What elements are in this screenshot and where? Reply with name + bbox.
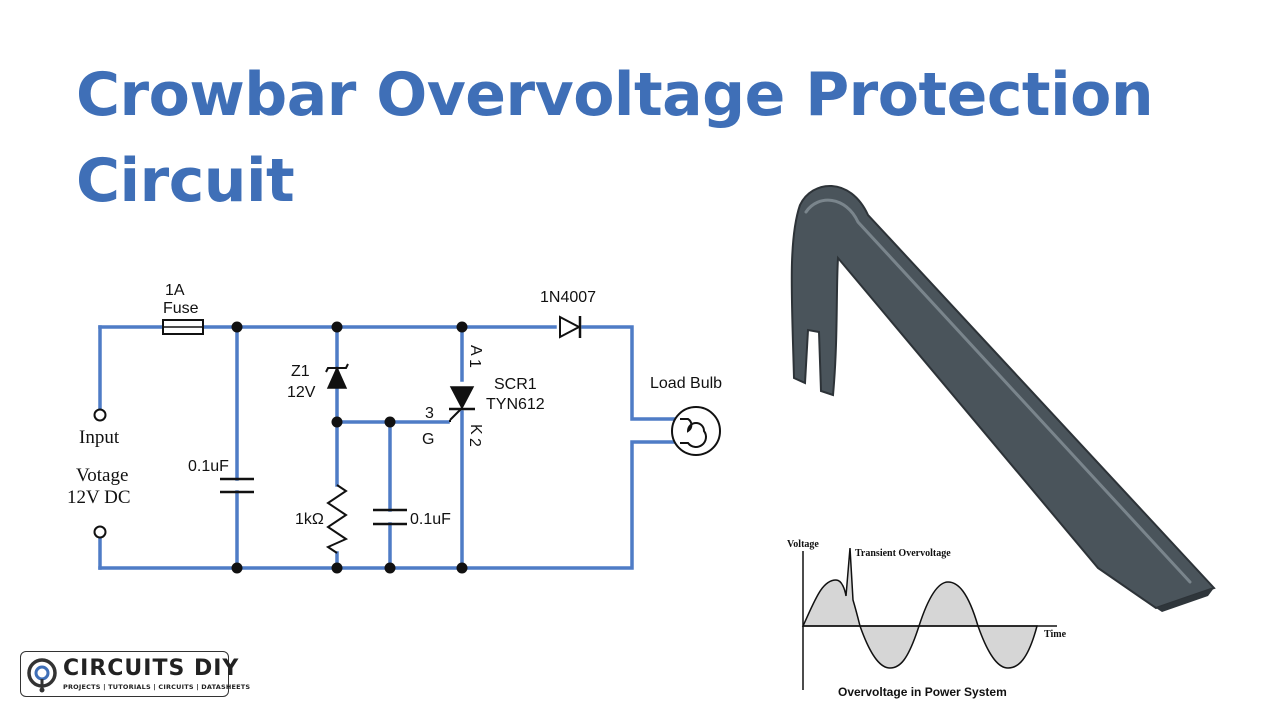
input-label: Input (79, 427, 120, 448)
voltage-label-line2: 12V DC (67, 487, 131, 508)
capacitor-1 (220, 477, 254, 494)
scr-pin-cathode-num: 2 (466, 438, 483, 447)
node (231, 562, 243, 574)
node (231, 321, 243, 333)
logo-mark-icon (27, 658, 57, 693)
scr-name-label: SCR1 (494, 376, 537, 393)
capacitor-2-label: 0.1uF (410, 511, 451, 528)
diode-1n4007 (559, 315, 582, 339)
node (456, 321, 468, 333)
input-terminal-positive (93, 408, 107, 422)
zener-diode (325, 363, 349, 389)
fuse-rating-label: 1A (165, 282, 185, 299)
capacitor-2 (373, 508, 407, 526)
graph-caption: Overvoltage in Power System (838, 685, 1007, 699)
fuse (162, 319, 204, 335)
graph-half-wave-2 (858, 625, 921, 669)
logo-tagline: PROJECTS | TUTORIALS | CIRCUITS | DATASH… (63, 683, 251, 691)
load-bulb-label: Load Bulb (650, 375, 722, 392)
scr-pin-anode: A (467, 345, 484, 356)
node (456, 562, 468, 574)
scr-pin-gate-num: 3 (425, 405, 434, 422)
graph-spike-label: Transient Overvoltage (855, 548, 951, 559)
resistor-label: 1kΩ (295, 511, 324, 528)
voltage-label-line1: Votage (76, 465, 128, 486)
page-title: Crowbar Overvoltage Protection Circuit (76, 60, 1154, 216)
graph-half-wave-3 (917, 581, 980, 627)
input-terminal-negative (93, 525, 107, 539)
scr-part-label: TYN612 (486, 396, 545, 413)
scr-thyristor (449, 386, 475, 422)
load-bulb (671, 406, 721, 456)
zener-voltage-label: 12V (287, 384, 316, 401)
node (331, 416, 343, 428)
circuit-wires (98, 325, 682, 570)
circuit-nodes (231, 321, 468, 574)
fuse-label: Fuse (163, 300, 199, 317)
node (384, 416, 396, 428)
input-terminals (93, 408, 107, 539)
node (384, 562, 396, 574)
diode-label: 1N4007 (540, 289, 596, 306)
capacitor-1-label: 0.1uF (188, 458, 229, 475)
overvoltage-graph (801, 547, 1057, 690)
node (331, 562, 343, 574)
graph-y-axis-label: Voltage (787, 539, 819, 550)
circuits-diy-logo[interactable]: CIRCUITS DIY PROJECTS | TUTORIALS | CIRC… (20, 651, 250, 697)
graph-half-wave-4 (976, 625, 1038, 669)
node (331, 321, 343, 333)
resistor (325, 484, 349, 554)
graph-half-wave-1 (801, 547, 861, 627)
graph-x-axis-label: Time (1044, 629, 1067, 640)
scr-pin-anode-num: 1 (466, 359, 483, 368)
scr-pin-cathode: K (467, 424, 484, 435)
logo-brand: CIRCUITS DIY (63, 656, 240, 681)
zener-name-label: Z1 (291, 363, 310, 380)
crowbar-image (790, 184, 1216, 612)
scr-pin-gate: G (422, 431, 434, 448)
